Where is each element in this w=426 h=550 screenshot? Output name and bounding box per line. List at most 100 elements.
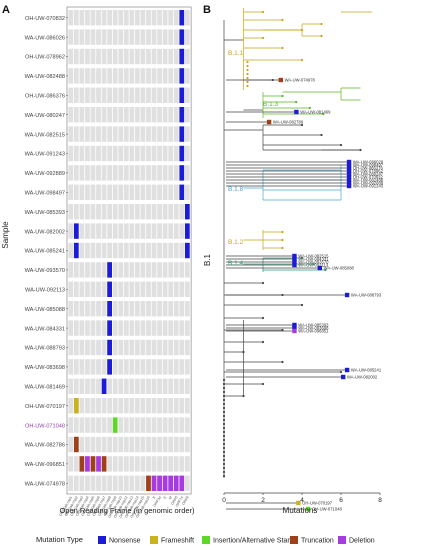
- heatmap-cell: [162, 204, 168, 220]
- heatmap-cell: [162, 301, 168, 317]
- heatmap-cell: [90, 359, 96, 375]
- heatmap-cell: [101, 165, 107, 181]
- heatmap-cell: [184, 339, 190, 356]
- heatmap-cell: [112, 145, 118, 162]
- heatmap-cell: [184, 87, 190, 103]
- heatmap-cell: [101, 262, 107, 278]
- heatmap-cell: [129, 126, 135, 142]
- heatmap-cell: [107, 223, 112, 239]
- sample-label: OH-UW-071048: [25, 423, 65, 429]
- heatmap-cell: [123, 204, 129, 220]
- heatmap-cell: [112, 359, 118, 375]
- heatmap-cell: [146, 204, 151, 220]
- heatmap-cell: [157, 378, 162, 394]
- heatmap-cell: [135, 456, 140, 472]
- heatmap-cell: [112, 320, 118, 336]
- heatmap-cell: [90, 10, 96, 26]
- heatmap-cell: [129, 107, 135, 123]
- heatmap-row: [68, 223, 190, 239]
- tree-node: [261, 36, 265, 40]
- legend-label-truncation: Truncation: [301, 538, 334, 545]
- heatmap-cell: [173, 242, 179, 259]
- heatmap-cell: [123, 145, 129, 162]
- heatmap-cell: [73, 145, 79, 162]
- tree-node: [324, 268, 327, 272]
- heatmap-cell: [173, 339, 179, 356]
- tree-node: [300, 256, 304, 260]
- heatmap-cell: [90, 126, 96, 142]
- heatmap-cell: [96, 398, 101, 414]
- heatmap-cell: [96, 359, 101, 375]
- heatmap-cell: [179, 320, 185, 336]
- heatmap-cell: [140, 417, 146, 433]
- heatmap-cell: [162, 145, 168, 162]
- tip-marker-nonsense: [292, 322, 297, 328]
- sample-label: OH-UW-086376: [25, 94, 65, 100]
- legend-swatch-insertion: [202, 536, 210, 544]
- tip-marker-deletion: [292, 328, 297, 334]
- heatmap-cell: [73, 48, 79, 65]
- heatmap-cell: [118, 320, 124, 336]
- tip-marker-truncation: [278, 77, 283, 83]
- clade-label: B.1.4: [228, 260, 244, 267]
- heatmap-cell: [96, 165, 101, 181]
- heatmap-cell: [168, 456, 174, 472]
- heatmap-cell: [135, 68, 140, 84]
- heatmap-cell: [79, 417, 85, 433]
- tree-node: [246, 68, 249, 72]
- mutation-cell-nonsense: [107, 339, 112, 356]
- heatmap-cell: [112, 242, 118, 259]
- heatmap-cell: [173, 436, 179, 453]
- heatmap-cell: [90, 68, 96, 84]
- sample-label: WA-UW-082002: [25, 229, 65, 235]
- heatmap-cell: [151, 378, 157, 394]
- heatmap-cell: [90, 398, 96, 414]
- heatmap-cell: [179, 301, 185, 317]
- heatmap-cell: [79, 204, 85, 220]
- heatmap-cell: [168, 223, 174, 239]
- clade-label: B.1.1: [228, 50, 244, 57]
- heatmap-cell: [112, 87, 118, 103]
- heatmap-cell: [68, 204, 74, 220]
- heatmap-cell: [90, 242, 96, 259]
- heatmap-cell: [90, 204, 96, 220]
- heatmap-cell: [107, 107, 112, 123]
- heatmap-cell: [151, 398, 157, 414]
- tree-node: [246, 64, 249, 68]
- tip-label: WA-UW-092889: [353, 181, 384, 186]
- sample-label: WA-UW-074978: [25, 482, 65, 488]
- tip-label: WA-UW-082786: [273, 120, 304, 125]
- heatmap-cell: [146, 126, 151, 142]
- heatmap-cell: [173, 398, 179, 414]
- heatmap-cell: [151, 126, 157, 142]
- heatmap-row: [68, 242, 190, 259]
- heatmap-row: [68, 107, 190, 123]
- heatmap-cell: [168, 417, 174, 433]
- heatmap-cell: [112, 339, 118, 356]
- heatmap-cell: [118, 378, 124, 394]
- tree-node: [300, 303, 304, 307]
- heatmap-cell: [135, 126, 140, 142]
- heatmap-cell: [107, 204, 112, 220]
- heatmap-cell: [162, 262, 168, 278]
- tree-node: [222, 378, 226, 382]
- heatmap-row: [68, 475, 190, 491]
- heatmap-row: [68, 320, 190, 336]
- heatmap-cell: [73, 165, 79, 181]
- heatmap-cell: [184, 301, 190, 317]
- heatmap-cell: [118, 242, 124, 259]
- tip-marker-truncation: [266, 119, 272, 125]
- heatmap-cell: [157, 456, 162, 472]
- heatmap-cell: [157, 339, 162, 356]
- heatmap-cell: [118, 87, 124, 103]
- tip-label: WA-UW-074978: [285, 78, 316, 83]
- heatmap-cell: [168, 48, 174, 65]
- heatmap-cell: [68, 475, 74, 491]
- tip-label: OH-UW-070197: [302, 501, 333, 506]
- heatmap-cell: [68, 436, 74, 453]
- heatmap-cell: [140, 107, 146, 123]
- heatmap-cell: [79, 87, 85, 103]
- heatmap-cell: [157, 398, 162, 414]
- heatmap-cell: [135, 417, 140, 433]
- heatmap-row: [68, 456, 190, 472]
